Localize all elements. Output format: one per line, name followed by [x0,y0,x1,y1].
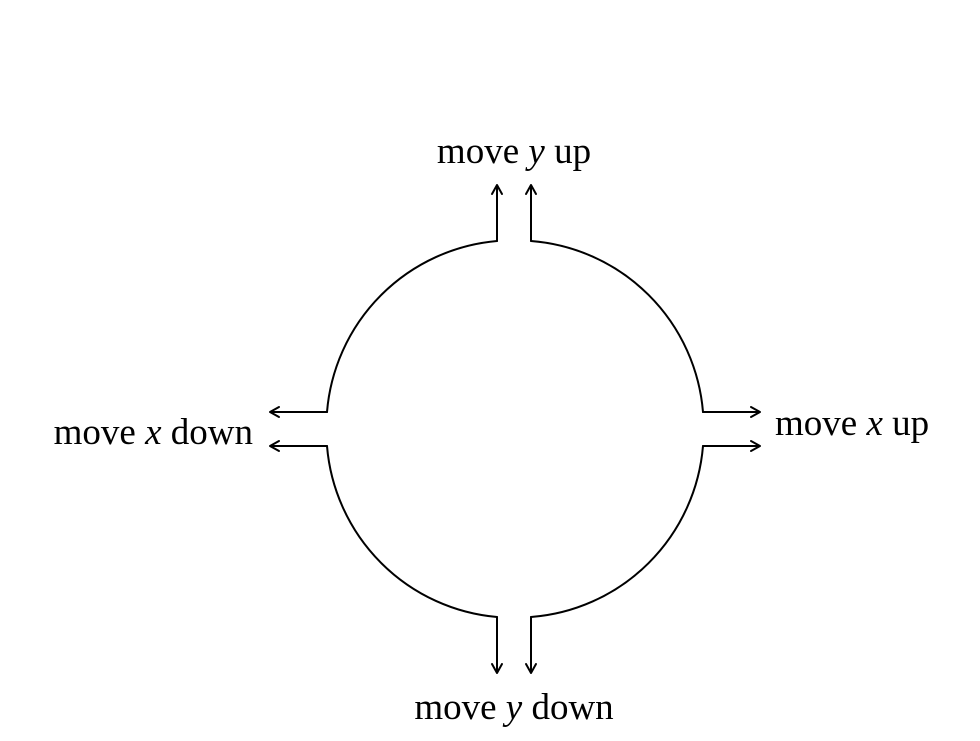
label-text: move [53,412,146,453]
label-text: down [522,687,614,728]
arc-bottom-right [530,445,704,618]
arrow-right-top [702,406,761,418]
arrow-down-left [491,616,503,674]
arrow-right-bottom [702,440,761,452]
label-move-y-down: move y down [414,689,613,726]
label-variable: y [505,687,523,728]
arrow-down-right [525,616,537,674]
arrow-left-bottom [269,440,328,452]
arc-bottom-left [326,445,498,618]
label-text: move [414,687,506,728]
arrow-left-top [269,406,328,418]
label-move-y-up: move y up [437,133,591,170]
label-text: down [161,412,253,453]
label-variable: x [145,412,162,453]
arc-top-left [326,240,498,413]
arrow-up-left [491,184,503,242]
label-move-x-up: move x up [775,405,929,442]
arc-top-right [530,240,704,413]
label-variable: x [866,403,883,444]
label-variable: y [528,131,545,172]
arrow-up-right [525,184,537,242]
label-text: up [882,403,930,444]
label-move-x-down: move x down [54,414,253,451]
label-text: up [544,131,592,172]
label-text: move [775,403,867,444]
label-text: move [436,131,529,172]
